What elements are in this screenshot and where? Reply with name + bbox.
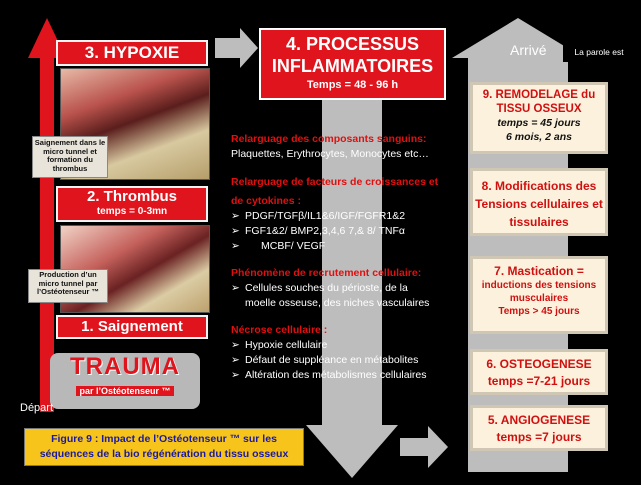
s4-title: Nécrose cellulaire :: [231, 324, 328, 336]
s2-item: ➢PDGF/TGFβ/IL1&6/IGF/FGFR1&2: [231, 210, 406, 222]
s2-item: ➢FGF1&2/ BMP2,3,4,6 7,& 8/ TNFα: [231, 225, 405, 237]
s2-item: ➢MCBF/ VEGF: [231, 240, 326, 252]
pastille-saignement: Saignement dans le micro tunnel et forma…: [32, 136, 108, 178]
box-remodelage: 9. REMODELAGE du TISSU OSSEUX temps = 45…: [470, 82, 608, 154]
b5-title: 5. ANGIOGENESE: [487, 413, 591, 427]
center-text-block: Relarguage des composants sanguins: Plaq…: [231, 132, 471, 383]
la-parole-badge: La parole est: [563, 42, 635, 62]
hypoxie-box: 3. HYPOXIE: [56, 40, 208, 66]
s3-item: moelle osseuse, des niches vasculaires: [245, 297, 430, 309]
thrombus-box: 2. Thrombus temps = 0-3mn: [56, 186, 208, 222]
arrow-to-processus: [215, 28, 258, 68]
processus-title-2: INFLAMMATOIRES: [271, 56, 434, 76]
box-angiogenese: 5. ANGIOGENESE temps =7 jours: [470, 405, 608, 451]
b7-title: 7. Mastication =: [494, 264, 584, 278]
box-mastication: 7. Mastication = inductions des tensions…: [470, 256, 608, 334]
s1-text: Plaquettes, Erythrocytes, Monocytes etc…: [231, 148, 429, 160]
processus-title-1: 4. PROCESSUS: [285, 34, 420, 54]
processus-time: Temps = 48 - 96 h: [306, 79, 399, 91]
caption-line-2: séquences de la bio régénération du tiss…: [39, 448, 289, 460]
s4-item: ➢Altération des métabolismes cellulaires: [231, 369, 427, 381]
b9-sub1: temps = 45 jours: [497, 117, 581, 129]
b7-time: Temps > 45 jours: [498, 306, 580, 317]
s3-title: Phénomène de recrutement cellulaire:: [231, 267, 422, 279]
b8-title: 8. Modifications des Tensions cellulaire…: [475, 179, 603, 229]
arrivee-label: Arrivé: [510, 42, 547, 58]
trauma-sub: par l’Ostéotenseur ™: [76, 386, 174, 396]
b6-title: 6. OSTEOGENESE: [486, 357, 592, 371]
b9-title: 9. REMODELAGE du TISSU OSSEUX: [482, 89, 596, 115]
b6-time: temps =7-21 jours: [487, 374, 591, 388]
arrow-to-angiogenese: [400, 426, 448, 468]
thrombus-title: 2. Thrombus: [86, 188, 177, 205]
b5-time: temps =7 jours: [496, 430, 582, 444]
saignement-label: 1. Saignement: [81, 318, 183, 335]
caption-line-1: Figure 9 : Impact de l’Ostéotenseur ™ su…: [51, 433, 277, 445]
processus-box: 4. PROCESSUS INFLAMMATOIRES Temps = 48 -…: [259, 28, 446, 100]
center-down-arrow: [306, 98, 398, 478]
s1-title: Relarguage des composants sanguins:: [231, 133, 427, 145]
left-red-arrow: [28, 18, 66, 412]
hypoxie-label: 3. HYPOXIE: [84, 43, 180, 62]
s2-title-2: de cytokines :: [231, 195, 302, 207]
box-osteogenese: 6. OSTEOGENESE temps =7-21 jours: [470, 349, 608, 395]
saignement-box: 1. Saignement: [56, 315, 208, 339]
depart-label: Départ: [20, 402, 54, 414]
box-tensions: 8. Modifications des Tensions cellulaire…: [470, 168, 608, 236]
s4-item: ➢Défaut de suppléance en métabolites: [231, 354, 419, 366]
trauma-title: TRAUMA: [70, 353, 180, 380]
thrombus-time: temps = 0-3mn: [96, 206, 168, 217]
b9-sub2: 6 mois, 2 ans: [506, 131, 572, 143]
trauma-block: TRAUMA par l’Ostéotenseur ™: [50, 353, 200, 409]
s2-title-1: Relarguage de facteurs de croissances et: [231, 176, 439, 188]
s4-item: ➢Hypoxie cellulaire: [231, 339, 328, 351]
figure-caption: Figure 9 : Impact de l’Ostéotenseur ™ su…: [24, 428, 304, 466]
b7-text: inductions des tensions musculaires: [481, 280, 597, 304]
s3-item: ➢Cellules souches du périoste, de la: [231, 282, 408, 294]
pastille-production: Production d’un micro tunnel par l’Ostéo…: [28, 269, 108, 303]
photo-thrombus: [60, 68, 210, 180]
